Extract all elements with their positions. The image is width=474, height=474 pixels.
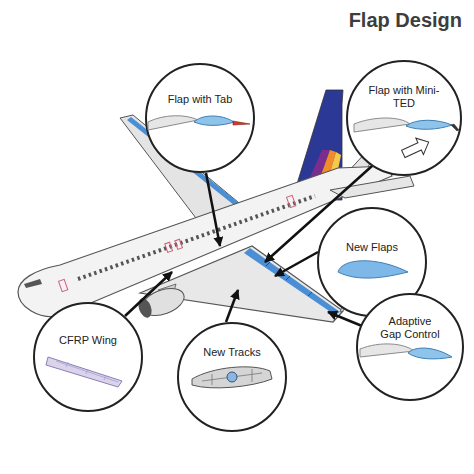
callout-label: Adaptive Gap Control — [379, 315, 441, 341]
callout-outline — [146, 64, 254, 172]
wing-section — [360, 344, 414, 357]
callout-label: CFRP Wing — [59, 334, 117, 347]
engine-intake — [136, 297, 154, 320]
callout-picture — [338, 261, 408, 278]
flap-airfoil — [406, 120, 452, 129]
callout-picture — [148, 116, 250, 130]
callout-picture — [46, 357, 122, 387]
callout-picture — [360, 344, 452, 359]
callout-circle: Flap with Mini-TED — [346, 60, 462, 176]
callout-circle: New Tracks — [177, 322, 287, 432]
callout-label: Flap with Mini-TED — [367, 84, 441, 110]
callout-shape — [356, 293, 464, 401]
flap-track — [192, 367, 272, 388]
horizontal-stabilizer — [330, 176, 414, 198]
diagram-title: Flap Design — [349, 9, 462, 32]
callout-shape — [346, 60, 462, 176]
callout-circle: Adaptive Gap Control — [356, 293, 464, 401]
flap-airfoil — [338, 261, 408, 278]
leader-arrow — [125, 272, 172, 316]
callout-outline — [34, 303, 142, 411]
flap-airfoil — [408, 348, 452, 359]
leader-arrow — [226, 290, 238, 322]
door — [287, 195, 296, 207]
motion-arrow — [400, 134, 433, 162]
door — [175, 239, 183, 249]
callout-shape — [33, 302, 143, 412]
wing-section — [148, 116, 198, 130]
cfrp-wing — [46, 357, 122, 387]
callout-outline — [357, 294, 463, 400]
wing-section — [354, 118, 410, 132]
flap-airfoil — [194, 116, 234, 125]
callout-shape — [145, 63, 255, 173]
door — [59, 279, 68, 291]
callout-label: New Flaps — [346, 241, 398, 254]
callout-circle: CFRP Wing — [33, 302, 143, 412]
callout-label: Flap with Tab — [168, 93, 233, 106]
track-struts — [202, 369, 262, 385]
leader-arrow — [275, 252, 318, 276]
callout-picture — [354, 118, 459, 162]
door — [165, 242, 173, 252]
callout-label: New Tracks — [203, 346, 260, 359]
title-box: Flap Design — [349, 9, 462, 32]
leader-arrow — [206, 173, 220, 246]
cfrp-ribs — [56, 361, 118, 382]
mini-ted — [451, 124, 459, 131]
callout-picture — [192, 367, 272, 388]
callout-shape — [177, 322, 287, 432]
callout-outline — [347, 61, 461, 175]
callout-outline — [178, 323, 286, 431]
track-carriage — [227, 372, 237, 382]
cockpit-window — [24, 279, 42, 288]
callout-circle: Flap with Tab — [145, 63, 255, 173]
flap-tab — [233, 121, 250, 125]
